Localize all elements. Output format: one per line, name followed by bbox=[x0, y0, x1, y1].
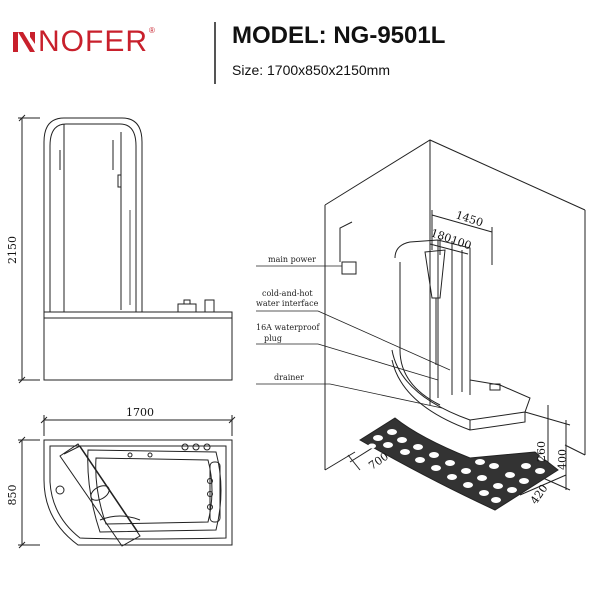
dim-260: 260 bbox=[535, 441, 548, 462]
model-title: MODEL: NG-9501L bbox=[232, 22, 446, 49]
pebble-floor bbox=[359, 417, 559, 511]
width-dimension: 1700 bbox=[126, 406, 154, 419]
height-dimension: 2150 bbox=[6, 236, 19, 264]
dim-180: 180 bbox=[429, 226, 453, 245]
label-drainer: drainer bbox=[274, 373, 304, 382]
label-waterproof-1: 16A waterproof bbox=[256, 323, 320, 332]
front-view bbox=[18, 114, 233, 384]
registered-mark: ® bbox=[149, 25, 155, 35]
depth-dimension: 850 bbox=[6, 485, 19, 506]
brand-name: NOFER bbox=[38, 25, 148, 58]
size-text: Size: 1700x850x2150mm bbox=[232, 62, 390, 78]
header-divider bbox=[214, 22, 216, 84]
label-waterproof-2: plug bbox=[264, 334, 282, 343]
label-cold-hot-2: water interface bbox=[256, 299, 319, 308]
brand-mark-icon bbox=[12, 30, 36, 54]
isometric-room bbox=[324, 139, 586, 496]
leader-lines bbox=[256, 265, 451, 409]
brand-logo: NOFER ® bbox=[12, 26, 155, 58]
top-view bbox=[18, 415, 236, 549]
dim-400: 400 bbox=[556, 449, 569, 470]
label-main-power: main power bbox=[268, 255, 316, 264]
dim-1450: 1450 bbox=[454, 208, 485, 229]
dim-100: 100 bbox=[449, 233, 473, 252]
label-cold-hot-1: cold-and-hot bbox=[262, 289, 313, 298]
